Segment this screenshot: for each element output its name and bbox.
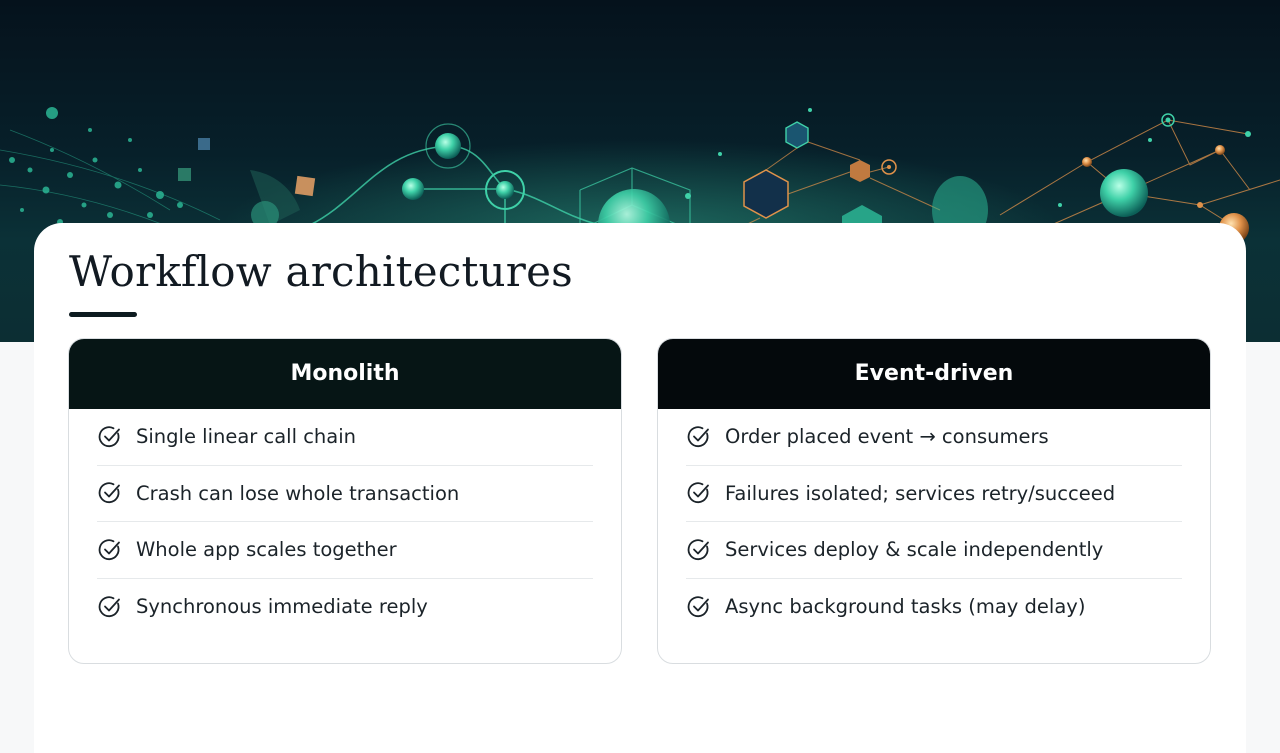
- check-circle-icon: [98, 539, 120, 560]
- list-item-text: Services deploy & scale independently: [725, 538, 1104, 562]
- item-list: Order placed event → consumers Failures …: [658, 409, 1210, 635]
- panel-header-monolith: Monolith: [69, 339, 621, 409]
- panel-heading: Event-driven: [854, 361, 1014, 386]
- list-item-text: Synchronous immediate reply: [136, 595, 428, 619]
- list-item: Services deploy & scale independently: [686, 522, 1182, 579]
- check-circle-icon: [98, 482, 120, 504]
- check-circle-icon: [98, 596, 120, 617]
- check-circle-icon: [687, 539, 709, 560]
- list-item: Whole app scales together: [97, 522, 593, 579]
- list-item: Failures isolated; services retry/succee…: [686, 466, 1182, 522]
- list-item: Synchronous immediate reply: [97, 579, 593, 636]
- content-card: Workflow architectures Monolith Single l…: [34, 223, 1246, 753]
- list-item-text: Single linear call chain: [136, 425, 357, 449]
- check-circle-icon: [98, 426, 120, 447]
- panel-heading: Monolith: [290, 361, 400, 386]
- item-list: Single linear call chain Crash can lose …: [69, 409, 621, 635]
- panel-event-driven: Event-driven Order placed event → consum…: [657, 338, 1211, 664]
- list-item: Single linear call chain: [97, 409, 593, 466]
- list-item-text: Async background tasks (may delay): [725, 595, 1086, 619]
- panel-monolith: Monolith Single linear call chain Crash …: [68, 338, 622, 664]
- list-item-text: Order placed event → consumers: [725, 425, 1049, 449]
- list-item: Order placed event → consumers: [686, 409, 1182, 466]
- list-item-text: Failures isolated; services retry/succee…: [725, 481, 1116, 505]
- panel-header-event-driven: Event-driven: [658, 339, 1210, 409]
- check-circle-icon: [687, 482, 709, 504]
- title-underline: [69, 312, 137, 317]
- check-circle-icon: [687, 426, 709, 447]
- list-item-text: Whole app scales together: [136, 538, 397, 562]
- list-item: Crash can lose whole transaction: [97, 466, 593, 522]
- list-item-text: Crash can lose whole transaction: [136, 481, 460, 505]
- check-circle-icon: [687, 596, 709, 617]
- list-item: Async background tasks (may delay): [686, 579, 1182, 636]
- slide-title: Workflow architectures: [69, 247, 573, 296]
